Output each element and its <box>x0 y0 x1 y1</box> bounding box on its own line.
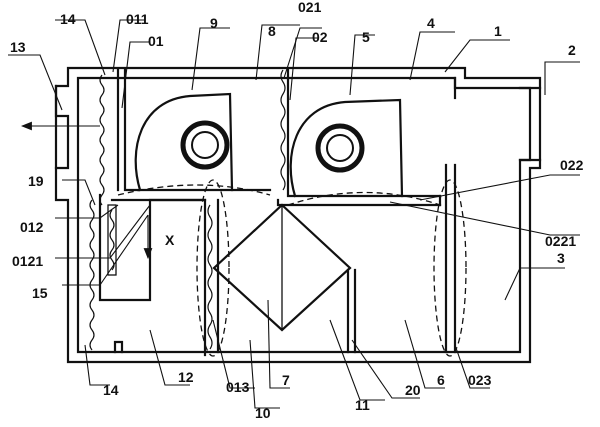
label-13: 13 <box>10 39 26 55</box>
fan-right <box>289 98 404 198</box>
label-013: 013 <box>226 379 250 395</box>
label-1: 1 <box>494 23 502 39</box>
label-3: 3 <box>557 250 565 266</box>
label-9: 9 <box>210 15 218 31</box>
label-022: 022 <box>560 157 584 173</box>
label-8: 8 <box>268 23 276 39</box>
label-023: 023 <box>468 372 492 388</box>
heat-exchanger <box>212 203 352 332</box>
x-direction-label: X <box>165 232 175 248</box>
label-0121: 0121 <box>12 253 43 269</box>
partition-01 <box>98 68 272 357</box>
label-4: 4 <box>427 15 435 31</box>
leader-lines <box>8 19 580 409</box>
fan-left <box>134 92 234 192</box>
label-011: 011 <box>126 11 149 27</box>
label-10: 10 <box>255 405 271 421</box>
label-15: 15 <box>32 285 48 301</box>
reference-labels: 1 2 3 4 5 6 7 8 9 10 11 12 13 14 14 15 1… <box>10 0 584 421</box>
label-11: 11 <box>355 397 370 413</box>
label-12: 12 <box>178 369 194 385</box>
label-20: 20 <box>405 382 421 398</box>
housing-outline <box>54 66 542 364</box>
label-01: 01 <box>148 33 164 49</box>
label-02: 02 <box>312 29 328 45</box>
left-filter-column <box>89 74 117 351</box>
label-14-bottom: 14 <box>103 382 119 398</box>
flow-paths <box>117 179 467 357</box>
partition-02 <box>276 68 457 354</box>
label-2: 2 <box>568 42 576 58</box>
label-5: 5 <box>362 29 370 45</box>
label-14-top: 14 <box>60 11 76 27</box>
x-direction-arrow: X <box>143 215 175 260</box>
label-6: 6 <box>437 372 445 388</box>
label-7: 7 <box>282 372 290 388</box>
label-021: 021 <box>298 0 322 15</box>
label-0221: 0221 <box>545 233 576 249</box>
label-19: 19 <box>28 173 44 189</box>
label-012: 012 <box>20 219 44 235</box>
